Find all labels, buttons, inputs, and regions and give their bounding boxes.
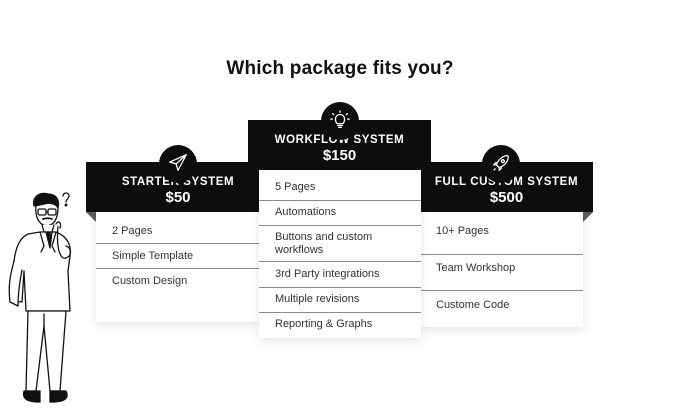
divider (259, 225, 421, 226)
rocket-icon (482, 145, 520, 183)
feature-item: Automations (275, 206, 337, 218)
feature-item: Simple Template (112, 250, 194, 262)
divider (259, 312, 421, 313)
feature-item: Buttons and custom workflows (275, 231, 373, 256)
plan-card-body (259, 170, 421, 338)
feature-item: Reporting & Graphs (275, 318, 373, 330)
feature-item: Custom Design (112, 275, 188, 287)
divider (420, 254, 583, 255)
feature-item: Team Workshop (436, 262, 516, 274)
divider (259, 287, 421, 288)
ribbon-fold (583, 212, 593, 222)
divider (420, 290, 583, 291)
feature-item: 3rd Party integrations (275, 268, 380, 280)
plan-price: $150 (322, 147, 357, 164)
divider (259, 261, 421, 262)
plan-price: $50 (165, 189, 191, 206)
divider (96, 243, 260, 244)
plan-price: $500 (489, 189, 524, 206)
divider (259, 200, 421, 201)
lightbulb-icon (321, 102, 359, 140)
feature-item: Custome Code (436, 299, 510, 311)
ribbon-fold (86, 212, 96, 222)
plan-card-body (420, 212, 583, 327)
plan-name: WORKFLOW SYSTEM (274, 134, 405, 146)
paper-plane-icon (159, 145, 197, 183)
feature-item: 10+ Pages (436, 225, 489, 237)
feature-item: Multiple revisions (275, 293, 360, 305)
divider (96, 268, 260, 269)
page-title: Which package fits you? (226, 58, 454, 79)
plan-card-body (96, 212, 260, 322)
feature-item: 2 Pages (112, 225, 153, 237)
feature-item: 5 Pages (275, 181, 316, 193)
thinking-person-illustration (8, 192, 72, 403)
